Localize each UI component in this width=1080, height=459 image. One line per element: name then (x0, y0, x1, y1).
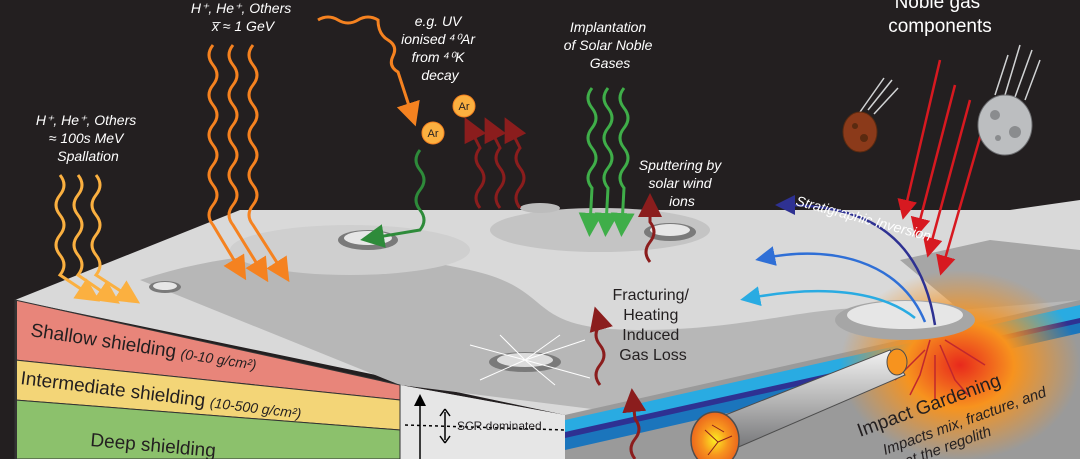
meteorite-brown (842, 77, 899, 153)
label-sputter: Sputtering by solar wind ions (639, 157, 725, 209)
layer-bars (14, 299, 401, 459)
meteorite-grey (977, 44, 1041, 156)
sputter-arrow (638, 193, 662, 263)
uv-ar-arrows (360, 117, 527, 248)
label-fracture: Fracturing/ Heating Induced Gas Loss (613, 287, 694, 364)
ar-atom-2 (452, 94, 476, 118)
label-gcr-low: H⁺, He⁺, Others ≈ 100s MeV Spallation (36, 112, 140, 164)
impact-zone (690, 270, 1080, 459)
label-uv: e.g. UV ionised ⁴⁰Ar from ⁴⁰K decay (401, 13, 479, 83)
gcr-high-arrows (207, 15, 420, 283)
label-gcr-high: H⁺, He⁺, Others x̅ ≈ 1 GeV (191, 0, 295, 34)
label-implant: Implantation of Solar Noble Gases (564, 19, 657, 71)
label-scr: SCR dominated (457, 419, 542, 433)
ar-atom-1 (421, 121, 445, 145)
gcr-low-arrows (54, 174, 141, 304)
ar-label-2: Ar (459, 101, 470, 113)
depth-axis (404, 394, 566, 459)
gas-loss-arrows (589, 306, 647, 459)
implant-arrows (578, 87, 635, 237)
ar-label-1: Ar (428, 128, 439, 140)
noble-gas-arrows (897, 59, 987, 276)
strat-arrows (740, 195, 937, 326)
label-noble: Noble gas components (888, 0, 992, 37)
